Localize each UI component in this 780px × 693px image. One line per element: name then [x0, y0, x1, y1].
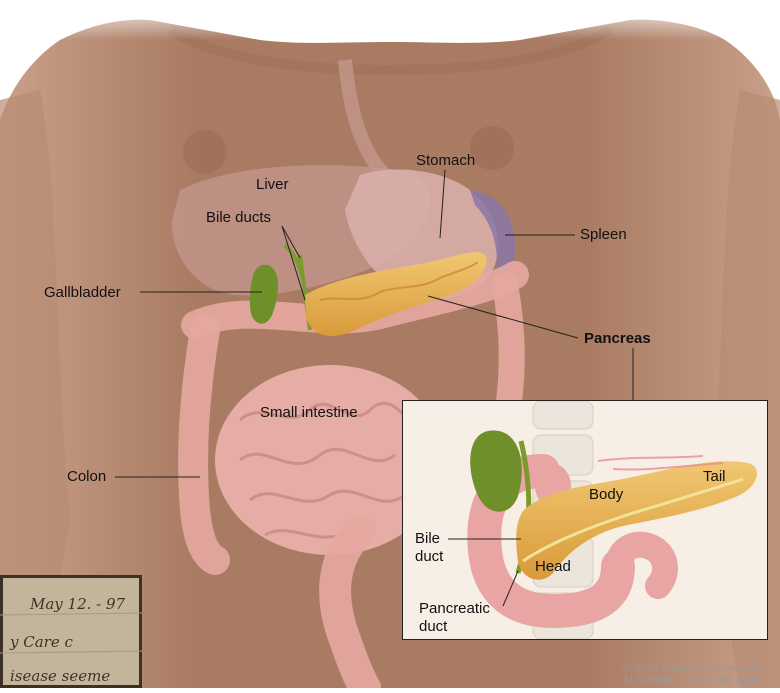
copyright-credit: © 2023 Terese Winslow LLC U.S. Govt. has… — [560, 663, 762, 686]
inset-tail-label: Tail — [703, 469, 726, 484]
small-intestine-label: Small intestine — [260, 405, 358, 420]
inset-bile-duct-label: duct — [415, 549, 443, 564]
gallbladder-label: Gallbladder — [44, 285, 121, 300]
credit-line-2: U.S. Govt. has certain rights — [560, 675, 762, 687]
note-line-2: y Care c — [10, 633, 73, 651]
inset-head-label: Head — [535, 559, 571, 574]
right-nipple — [470, 126, 514, 170]
descending-colon — [505, 285, 512, 410]
inset-body-label: Body — [589, 487, 623, 502]
inset-bile-label: Bile — [415, 531, 440, 546]
liver-label: Liver — [256, 177, 289, 192]
pancreas-label: Pancreas — [584, 331, 651, 346]
note-line-1: May 12. - 97 — [30, 595, 125, 613]
bile-ducts-label: Bile ducts — [206, 210, 271, 225]
stomach-label: Stomach — [416, 153, 475, 168]
inset-pancreatic-label: Pancreatic — [419, 601, 490, 616]
inset-pancreatic-duct-label: duct — [419, 619, 447, 634]
credit-line-1: © 2023 Terese Winslow LLC — [560, 663, 762, 675]
handwritten-note: May 12. - 97 y Care c isease seeme — [0, 575, 142, 688]
pancreas-inset: Body Tail Bile duct Head Pancreatic duct — [402, 400, 768, 640]
colon-label: Colon — [67, 469, 106, 484]
spleen-label: Spleen — [580, 227, 627, 242]
left-nipple — [183, 130, 227, 174]
note-line-3: isease seeme — [10, 667, 110, 685]
